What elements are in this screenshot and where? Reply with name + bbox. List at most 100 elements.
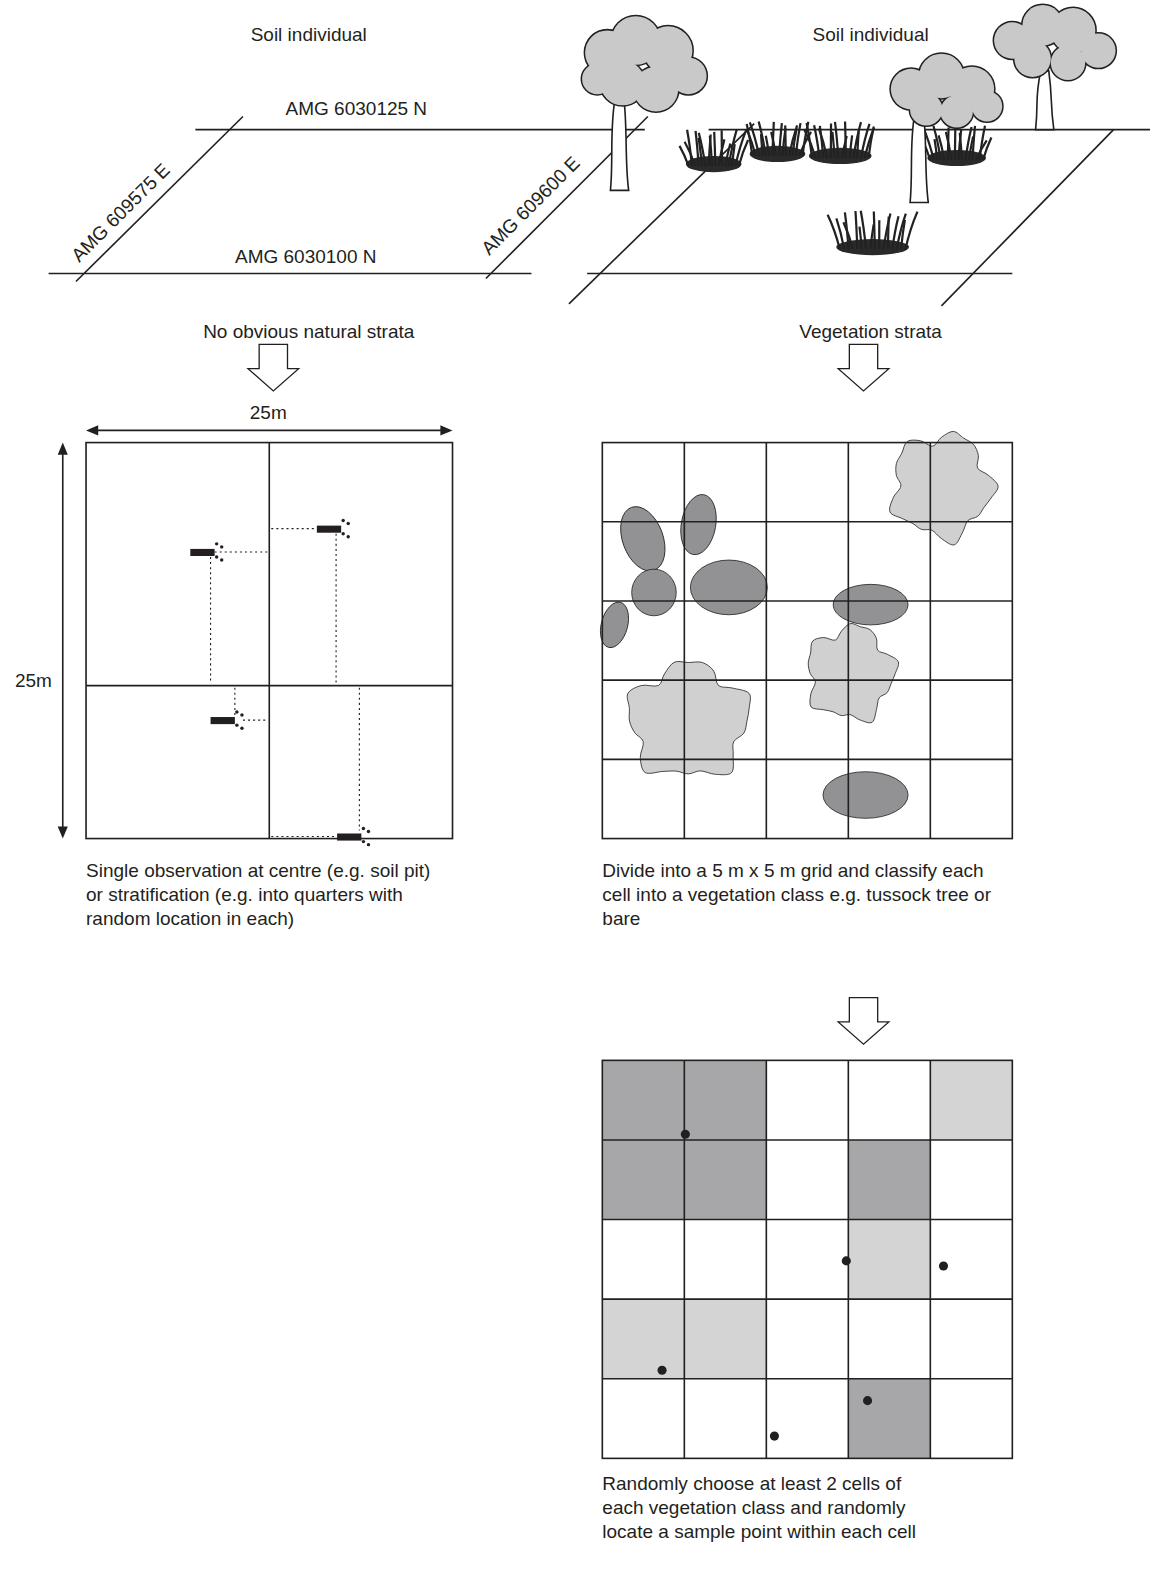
crown-outline — [634, 67, 679, 112]
crown-fill — [582, 64, 612, 94]
guide-line — [243, 720, 267, 721]
sample-dot — [240, 726, 243, 729]
dimension-label: 25m — [15, 668, 52, 692]
grid-line — [602, 679, 1012, 681]
sample-dot — [341, 532, 344, 535]
boundary-line — [709, 129, 1150, 131]
dimension-arrows — [58, 425, 453, 838]
easting-label: AMG 609575 E — [67, 158, 176, 267]
tussock-blade — [750, 122, 759, 156]
tree — [891, 54, 1002, 203]
tussock-patch — [833, 584, 908, 625]
crown-outline — [1081, 33, 1115, 67]
tussock-patch — [612, 500, 673, 577]
grid-line — [684, 443, 686, 839]
tussock-blade — [946, 132, 951, 160]
tree — [994, 5, 1115, 130]
tussock-blade — [685, 142, 696, 166]
northing-label: AMG 6030100 N — [235, 245, 377, 269]
guide-line — [359, 688, 360, 831]
tussock-blade — [796, 123, 801, 156]
tussock-blade — [844, 122, 847, 158]
crown-outline — [910, 93, 942, 125]
tussock-blade — [939, 135, 945, 160]
tree-cell — [602, 1299, 684, 1379]
grid-border — [602, 443, 1012, 839]
tussock-blade — [870, 224, 873, 249]
sample-dot — [220, 558, 223, 561]
tussock-blade — [868, 126, 873, 158]
panel-subtitle: No obvious natural strata — [203, 320, 414, 344]
crown-fill — [1014, 41, 1050, 77]
crown-fill — [972, 91, 1002, 121]
tussock-blade — [958, 129, 961, 160]
tussock-blade — [850, 135, 853, 158]
grid-line — [602, 1298, 1012, 1300]
crown-outline — [972, 91, 1002, 121]
tussock-cell — [848, 1379, 930, 1459]
grid-line — [684, 1060, 686, 1458]
down-arrow — [838, 344, 889, 391]
crown-outline — [940, 95, 972, 127]
dimension-line — [62, 450, 64, 832]
sample-dot — [215, 555, 218, 558]
tussock-blade — [732, 144, 735, 166]
caption: Randomly choose at least 2 cells of each… — [602, 1472, 941, 1545]
grid-line — [766, 443, 768, 839]
tussock-blade — [857, 131, 859, 158]
tussock-blade — [884, 213, 891, 249]
grid-line — [766, 1060, 768, 1458]
sample-point — [939, 1261, 948, 1270]
tussock-cell — [602, 1060, 684, 1140]
tussock-blade — [696, 131, 699, 166]
tussock-blade — [804, 129, 816, 158]
dimension-label: 25m — [250, 401, 287, 425]
tussock-blade — [699, 133, 706, 166]
northing-line — [195, 129, 644, 131]
grid-line — [848, 443, 850, 839]
tussock-blade — [901, 220, 905, 249]
sample-bar — [211, 717, 235, 724]
quarter-grid — [86, 443, 452, 847]
grid-line — [602, 759, 1012, 761]
tree-cell — [848, 1220, 930, 1300]
tree — [582, 16, 707, 190]
sample-bar — [190, 549, 214, 556]
crown-outline — [582, 64, 612, 94]
down-arrow — [838, 998, 889, 1045]
arrowhead — [58, 443, 68, 455]
easting-label: AMG 609600 E — [477, 151, 586, 260]
crown-outline — [1051, 46, 1085, 80]
guide-line — [215, 551, 268, 552]
classified-grid — [602, 1060, 1012, 1458]
tussock-blade — [721, 130, 724, 166]
grid-border — [602, 1060, 1012, 1458]
sample-dot — [235, 710, 238, 713]
caption: Divide into a 5 m x 5 m grid and classif… — [602, 859, 1012, 932]
vegetation-map — [596, 431, 1013, 838]
tree-canopy — [890, 431, 999, 545]
sample-dot — [362, 840, 365, 843]
tussock-patch — [632, 569, 677, 616]
crown-fill — [940, 95, 972, 127]
tussock-blade — [766, 136, 769, 156]
tussock-cell — [602, 1140, 684, 1220]
tussock-patch — [676, 492, 720, 558]
boundary-line — [569, 124, 754, 304]
tussock-blade — [972, 126, 975, 160]
crown-fill — [1051, 46, 1085, 80]
northing-line — [49, 273, 532, 275]
tussock-blade — [710, 136, 712, 166]
tussock-blade — [843, 222, 852, 249]
tussock-blade — [830, 123, 832, 158]
quarter-line — [268, 443, 270, 839]
tussock-blade — [954, 130, 957, 160]
arrowhead — [440, 425, 452, 435]
panel-title: Soil individual — [813, 23, 929, 47]
caption: Single observation at centre (e.g. soil … — [86, 859, 435, 932]
tussock-blade — [887, 217, 890, 250]
tussock-blade — [874, 212, 875, 250]
tussock-blade — [859, 227, 861, 250]
guide-line — [271, 836, 337, 837]
